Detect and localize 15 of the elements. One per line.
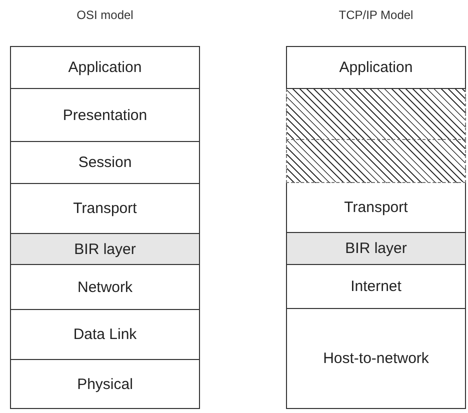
layer-box: Application [286, 46, 466, 89]
layer-box: Presentation [10, 89, 200, 142]
layer-box: Application [10, 46, 200, 89]
stack-heading: TCP/IP Model [338, 8, 414, 22]
layer-box: Network [10, 265, 200, 310]
layer-box: BIR layer [286, 233, 466, 265]
hatched-layer [286, 89, 466, 140]
layer-box: Host-to-network [286, 309, 466, 409]
layer-box: Session [10, 142, 200, 184]
stack-heading: OSI model [76, 8, 134, 22]
layer-box: Internet [286, 265, 466, 309]
hatched-layer [286, 140, 466, 183]
layer-box: BIR layer [10, 234, 200, 265]
layer-box: Physical [10, 360, 200, 409]
layer-box: Data Link [10, 310, 200, 360]
